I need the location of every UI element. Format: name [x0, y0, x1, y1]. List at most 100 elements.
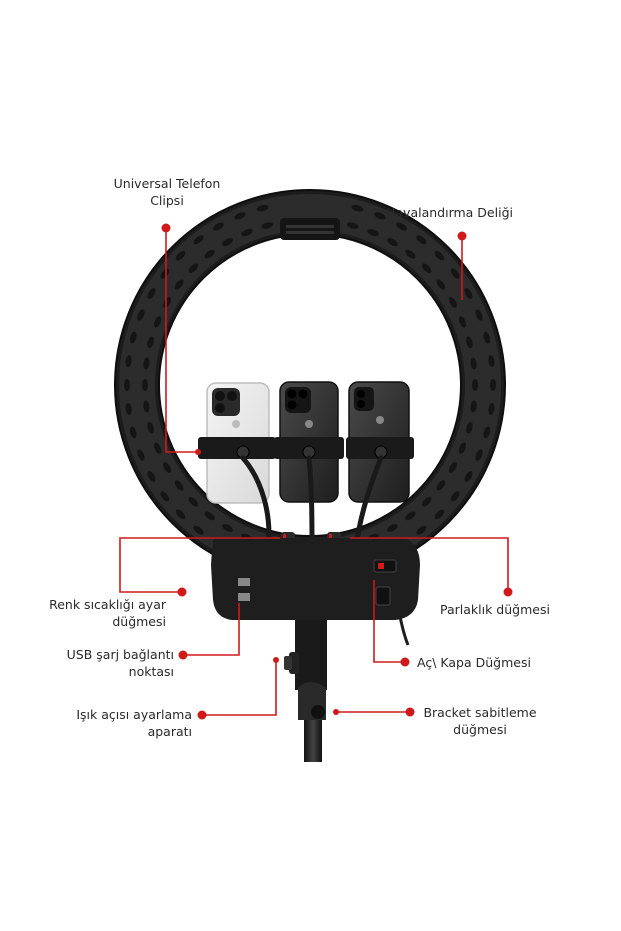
- ring-ridge: [147, 336, 154, 349]
- ring-ridge: [129, 426, 137, 439]
- label-phone-clip-line2: Clipsi: [150, 193, 184, 208]
- phone-dark-right: [348, 381, 410, 503]
- label-usb: USB şarj bağlantı noktası: [40, 646, 174, 680]
- ring-ridge: [475, 449, 483, 461]
- label-bracket-line1: Bracket sabitleme: [423, 705, 537, 720]
- ring-ridge: [154, 316, 162, 328]
- ring-ridge: [466, 421, 473, 434]
- ring-ridge: [448, 462, 457, 473]
- ring-ridge: [448, 297, 457, 308]
- ring-ridge: [125, 402, 132, 415]
- label-usb-line2: noktası: [128, 664, 174, 679]
- ring-ridge: [346, 222, 359, 229]
- ring-ridge: [261, 222, 274, 229]
- ring-ridge: [374, 212, 386, 220]
- ring-ridge: [160, 268, 170, 279]
- label-angle-line2: aparatı: [147, 724, 192, 739]
- ring-ridge: [163, 297, 172, 308]
- ring-ridge: [137, 309, 145, 321]
- label-phone-clip: Universal Telefon Clipsi: [108, 175, 226, 209]
- ring-ridge: [125, 355, 132, 368]
- label-color-temp-line1: Renk sıcaklığı ayar: [49, 597, 166, 612]
- callouts: [119, 228, 509, 716]
- ring-ridge: [488, 402, 495, 415]
- ring-ridge: [175, 509, 186, 520]
- ring-ridge: [483, 426, 491, 439]
- ring-ridge: [175, 250, 186, 261]
- ring-ridge: [490, 379, 496, 391]
- ring-ridge: [222, 238, 233, 247]
- ring-ridge: [160, 491, 170, 502]
- ring-ridge: [488, 355, 495, 368]
- ring-ridge: [466, 336, 473, 349]
- ring-ridge: [142, 379, 148, 391]
- ring-ridge: [483, 331, 491, 344]
- ring-ridge: [241, 229, 253, 237]
- ring-ridge: [434, 509, 445, 520]
- label-color-temp: Renk sıcaklığı ayar düğmesi: [40, 596, 166, 630]
- ring-ridge: [396, 222, 407, 231]
- label-brightness: Parlaklık düğmesi: [440, 601, 550, 618]
- label-usb-line1: USB şarj bağlantı: [66, 647, 174, 662]
- ring-ridge: [421, 496, 432, 507]
- ring-ridge: [188, 496, 199, 507]
- ring-ridge: [124, 379, 130, 391]
- label-color-temp-line2: düğmesi: [112, 614, 166, 629]
- callout-dots: [161, 223, 513, 720]
- ring-ridge: [174, 480, 184, 491]
- ring-ridge: [405, 511, 416, 521]
- label-angle-line1: Işık açısı ayarlama: [76, 707, 192, 722]
- ring-ridge: [367, 229, 379, 237]
- ring-ridge: [213, 222, 224, 231]
- label-bracket: Bracket sabitleme düğmesi: [418, 704, 542, 738]
- ring-ridge: [129, 331, 137, 344]
- ring-ridge: [204, 249, 215, 259]
- ring-ridge: [421, 263, 432, 274]
- ring-ridge: [387, 523, 398, 532]
- control-box: [211, 538, 420, 646]
- ring-ridge: [434, 250, 445, 261]
- ring-ridge: [188, 263, 199, 274]
- ring-ridge: [256, 204, 269, 212]
- ring-ridge: [234, 212, 246, 220]
- ring-ridge: [405, 249, 416, 259]
- ring-ridge: [470, 400, 477, 413]
- label-brightness-line1: Parlaklık düğmesi: [440, 602, 550, 617]
- ring-ridge: [458, 442, 466, 454]
- ring-ridge: [137, 449, 145, 461]
- label-vent-line1: Havalandırma Deliği: [386, 205, 513, 220]
- label-bracket-line2: düğmesi: [453, 722, 507, 737]
- ring-ridge: [470, 357, 477, 370]
- ring-ridge: [147, 471, 156, 482]
- ring-ridge: [450, 268, 460, 279]
- ring-ridge: [450, 491, 460, 502]
- ring-ridge: [475, 309, 483, 321]
- label-phone-clip-line1: Universal Telefon: [113, 176, 221, 191]
- ring-ridge: [436, 279, 446, 290]
- ring-ridge: [143, 400, 150, 413]
- ring-ridge: [193, 525, 204, 535]
- phone-clips: [198, 437, 414, 459]
- label-power: Aç\ Kapa Düğmesi: [417, 654, 531, 671]
- ring-ridge: [204, 511, 215, 521]
- ring-ridge: [147, 421, 154, 434]
- ring-ridge: [472, 379, 478, 391]
- mount-bracket: [284, 620, 327, 720]
- ring-ridge: [174, 279, 184, 290]
- label-vent: Havalandırma Deliği: [386, 204, 513, 221]
- ring-ridge: [163, 462, 172, 473]
- ring-ridge: [416, 235, 427, 245]
- label-angle: Işık açısı ayarlama aparatı: [40, 706, 192, 740]
- ring-ridge: [416, 525, 427, 535]
- ring-ridge: [143, 357, 150, 370]
- ring-ridge: [387, 238, 398, 247]
- ring-ridge: [436, 480, 446, 491]
- vent-block: [280, 218, 340, 240]
- ring-ridge: [154, 442, 162, 454]
- ring-ridge: [351, 204, 364, 212]
- ring-ridge: [147, 288, 156, 299]
- label-power-line1: Aç\ Kapa Düğmesi: [417, 655, 531, 670]
- ring-ridge: [458, 316, 466, 328]
- ring-ridge: [464, 471, 473, 482]
